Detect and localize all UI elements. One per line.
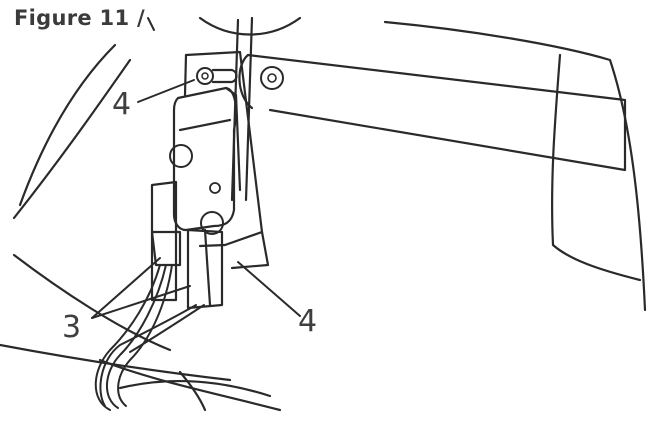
leader-3-a (91, 257, 161, 319)
leader-lines (91, 17, 301, 319)
leader-4-lower (237, 261, 301, 317)
callout-4-upper: 4 (112, 87, 132, 122)
figure-title: Figure 11 / (14, 6, 145, 30)
leader-4-upper (137, 79, 195, 103)
callout-3: 3 (62, 310, 82, 345)
upper-screw (196, 67, 238, 85)
mounting-bracket (183, 50, 270, 270)
callout-4-lower: 4 (298, 304, 318, 339)
housing-outline (0, 16, 647, 382)
lever-arm (238, 53, 627, 172)
wire-connector (150, 180, 224, 310)
lower-chassis (98, 358, 282, 412)
figure-slash-mark (147, 17, 155, 31)
wire-bundle (94, 264, 205, 411)
leader-3-b (91, 285, 191, 319)
micro-switch-body (169, 86, 242, 235)
